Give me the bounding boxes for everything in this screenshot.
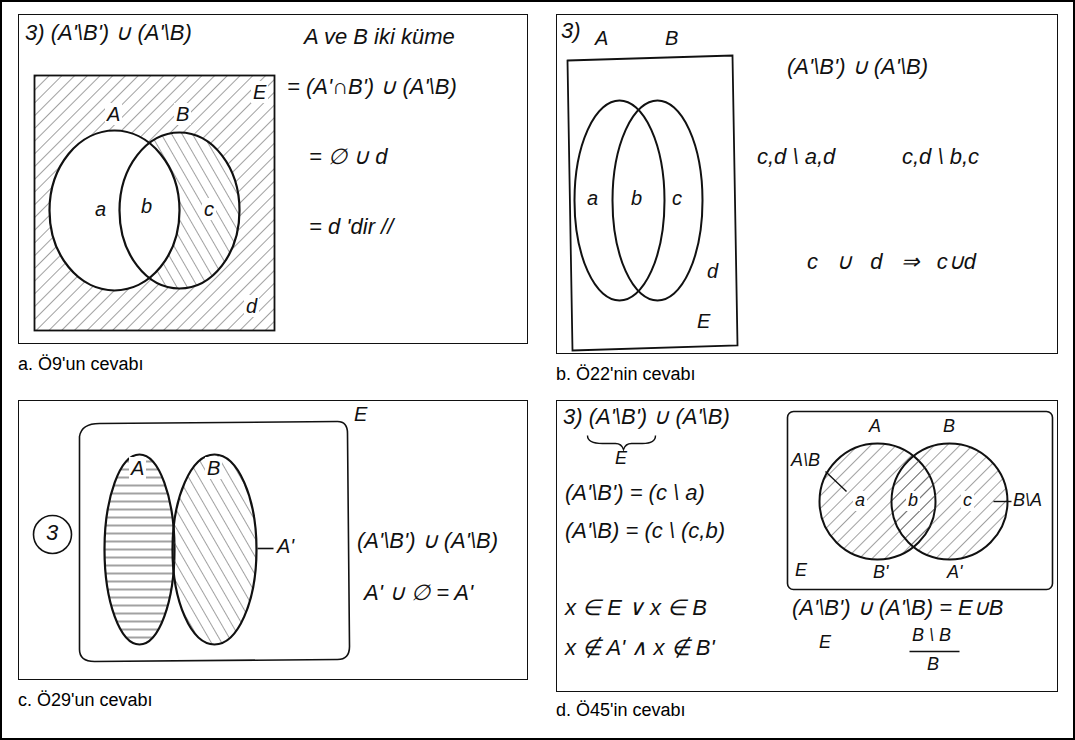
venn-label: B' [873, 563, 888, 583]
handwritten-text: c,d \ a,d [757, 145, 835, 169]
venn-label: B [174, 103, 191, 125]
handwritten-text: = ∅ ∪ d [309, 145, 387, 169]
venn-b [568, 56, 738, 351]
venn-label: A' [277, 535, 294, 557]
venn-label: b [906, 491, 920, 511]
venn-label: d [244, 295, 259, 317]
handwritten-text: A ve B iki küme [304, 25, 455, 49]
venn-label: E [615, 449, 627, 469]
handwritten-text: 3) (A'\B') ∪ (A'\B) [25, 21, 192, 45]
venn-label: d [707, 260, 718, 282]
figure-caption: c. Ö29'un cevabı [18, 690, 153, 712]
handwritten-text: (A'\B') ∪ (A'\B) [787, 55, 928, 79]
figure-caption: a. Ö9'un cevabı [18, 354, 144, 376]
venn-label: b [631, 187, 642, 209]
venn-label: B\A [1013, 491, 1042, 511]
venn-label: a [853, 491, 867, 511]
venn-label: E [354, 403, 367, 425]
answer-panel: 3) (A'\B') ∪ (A'\B) A ve B iki küme = (A'∩… [18, 14, 528, 344]
venn-label: B [205, 457, 222, 479]
venn-label: E [819, 633, 831, 653]
handwritten-text: = (A'∩B') ∪ (A'\B) [287, 75, 457, 99]
venn-label: B \ B [912, 626, 951, 646]
handwritten-text: 3) (A'\B') ∪ (A'\B) [563, 405, 730, 429]
venn-a [35, 76, 275, 331]
venn-label: b [141, 195, 152, 217]
handwritten-text: A' ∪ ∅ = A' [364, 581, 473, 605]
handwritten-text: (A'\B') ∪ (A'\B) [357, 529, 498, 553]
venn-label: a [95, 198, 106, 220]
answer-panel: 3) (A'\B') ∪ (A'\B) c,d \ a,d c,d \ b,c c ∪ … [556, 14, 1058, 354]
handwritten-text: c ∪ d ⇒ c∪d [807, 250, 976, 274]
venn-label: B [665, 27, 678, 49]
handwritten-text: 3 [46, 521, 58, 545]
venn-label: c [202, 198, 216, 220]
handwritten-text: c,d \ b,c [902, 145, 979, 169]
handwritten-text: (A'\B') = (c \ a) [565, 481, 705, 505]
venn-label: A [595, 27, 608, 49]
venn-label: E [697, 310, 710, 332]
answer-panel: 3) (A'\B') ∪ (A'\B) (A'\B') = (c \ a) (A'\… [556, 400, 1058, 692]
venn-label: c [672, 187, 682, 209]
figure-caption: d. Ö45'in cevabı [556, 700, 686, 722]
handwritten-text: x ∉ A' ∧ x ∉ B' [565, 636, 715, 660]
venn-label: E [251, 81, 268, 103]
venn-label: A [869, 417, 881, 437]
handwritten-text: = d 'dir // [309, 215, 393, 239]
figure-caption: b. Ö22'nin cevabı [556, 364, 696, 386]
handwritten-text: 3) [561, 19, 581, 43]
venn-label: A' [947, 563, 962, 583]
venn-label: A\B [791, 451, 820, 471]
venn-c [34, 422, 350, 662]
handwritten-text: x ∈ E ∨ x ∈ B [565, 596, 707, 620]
venn-label: A [129, 457, 146, 479]
venn-label: B [927, 655, 939, 675]
handwritten-text: (A'\B) = (c \ (c,b) [565, 519, 725, 543]
answer-panel: 3 (A'\B') ∪ (A'\B) A' ∪ ∅ = A' E A B A' [18, 400, 528, 680]
venn-label: A [105, 103, 122, 125]
venn-label: E [795, 561, 807, 581]
venn-label: c [961, 491, 974, 511]
handwritten-text: (A'\B') ∪ (A'\B) = E∪B [792, 596, 1003, 620]
venn-label: a [587, 187, 598, 209]
venn-label: B [943, 417, 955, 437]
